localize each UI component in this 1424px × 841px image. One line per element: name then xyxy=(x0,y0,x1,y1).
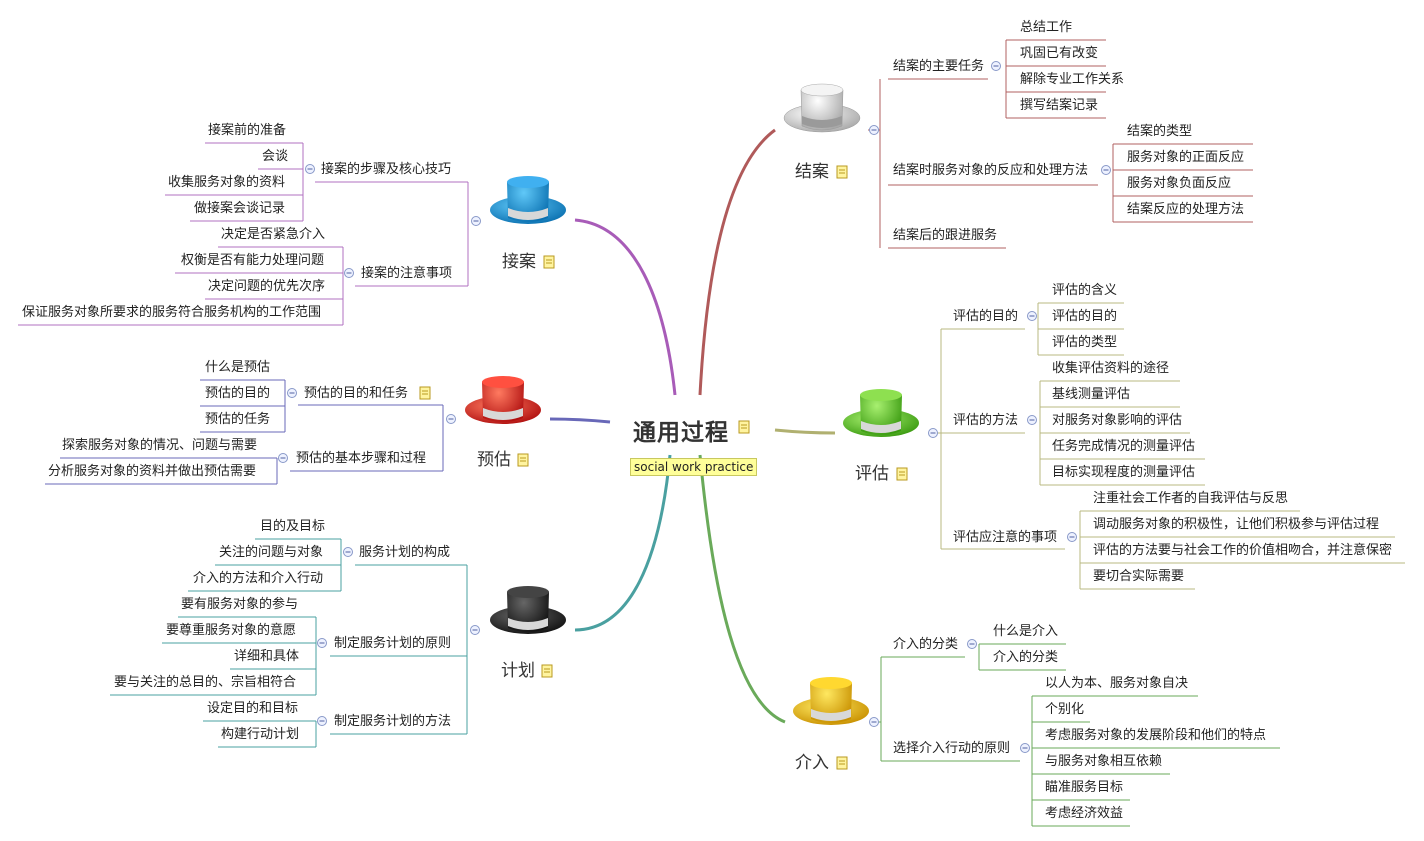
topic-jiean-g2-0[interactable]: 结案的类型 xyxy=(1127,124,1193,139)
topic-jieru-g2-1[interactable]: 个别化 xyxy=(1045,702,1085,717)
topic-jieru-g2-3[interactable]: 与服务对象相互依赖 xyxy=(1045,754,1163,769)
topic-jihua-g2-1[interactable]: 要尊重服务对象的意愿 xyxy=(166,623,297,638)
topic-jiean-g3[interactable]: 结案后的跟进服务 xyxy=(893,228,998,243)
branch-curve-jiean2 xyxy=(574,218,677,396)
topic-pinggu-g3-3[interactable]: 要切合实际需要 xyxy=(1093,569,1185,584)
hat-black-icon xyxy=(490,586,566,634)
topic-jiean2-g2[interactable]: 接案的注意事项 xyxy=(361,266,453,281)
topic-yugu-g1-1[interactable]: 预估的目的 xyxy=(205,386,271,401)
topic-yugu-g2[interactable]: 预估的基本步骤和过程 xyxy=(296,451,427,466)
topic-jiean2-g2-1[interactable]: 权衡是否有能力处理问题 xyxy=(181,253,325,268)
topic-jihua-g3[interactable]: 制定服务计划的方法 xyxy=(334,714,452,729)
topic-jiean-g1-0[interactable]: 总结工作 xyxy=(1020,20,1073,35)
branch-curve-jiean xyxy=(698,128,776,396)
topic-pinggu-g2-3[interactable]: 任务完成情况的测量评估 xyxy=(1052,439,1196,454)
topic-jiean-g1-1[interactable]: 巩固已有改变 xyxy=(1020,46,1099,61)
topic-pinggu-g2[interactable]: 评估的方法 xyxy=(953,413,1019,428)
branch-curve-jieru xyxy=(698,454,786,724)
topic-pinggu-g2-0[interactable]: 收集评估资料的途径 xyxy=(1052,361,1170,376)
topic-jiean2-g1-0[interactable]: 接案前的准备 xyxy=(208,123,287,138)
topic-yugu-g1-0[interactable]: 什么是预估 xyxy=(205,360,271,375)
central-topic-subtitle: social work practice xyxy=(630,458,758,476)
topic-jihua-g1-0[interactable]: 目的及目标 xyxy=(260,519,326,534)
branch-curve-pinggu xyxy=(774,428,836,435)
topic-jihua-g1[interactable]: 服务计划的构成 xyxy=(359,545,451,560)
branch-label-jihua[interactable]: 计划 xyxy=(501,661,535,681)
topic-jiean2-g2-0[interactable]: 决定是否紧急介入 xyxy=(221,227,326,242)
topic-jiean2-g2-3[interactable]: 保证服务对象所要求的服务符合服务机构的工作范围 xyxy=(22,305,322,320)
central-topic-title[interactable]: 通用过程 xyxy=(633,420,729,446)
topic-jiean-g1-3[interactable]: 撰写结案记录 xyxy=(1020,98,1099,113)
topic-pinggu-g3-1[interactable]: 调动服务对象的积极性，让他们积极参与评估过程 xyxy=(1093,517,1380,532)
topic-jieru-g2-0[interactable]: 以人为本、服务对象自决 xyxy=(1045,676,1189,691)
topic-jiean-g1[interactable]: 结案的主要任务 xyxy=(893,59,985,74)
branch-label-jieru[interactable]: 介入 xyxy=(795,753,829,773)
branch-label-jiean[interactable]: 结案 xyxy=(795,162,829,182)
topic-pinggu-g2-1[interactable]: 基线测量评估 xyxy=(1052,387,1131,402)
topic-yugu-g2-0[interactable]: 探索服务对象的情况、问题与需要 xyxy=(62,438,258,453)
topic-pinggu-g1[interactable]: 评估的目的 xyxy=(953,309,1019,324)
topic-jieru-g2-4[interactable]: 瞄准服务目标 xyxy=(1045,780,1124,795)
hat-blue-icon xyxy=(490,176,566,224)
topic-jiean2-g2-2[interactable]: 决定问题的优先次序 xyxy=(208,279,326,294)
topic-jiean-g2[interactable]: 结案时服务对象的反应和处理方法 xyxy=(893,163,1089,178)
topic-jiean-g2-1[interactable]: 服务对象的正面反应 xyxy=(1127,150,1245,165)
topic-jiean2-g1-3[interactable]: 做接案会谈记录 xyxy=(194,201,286,216)
branch-curve-jihua xyxy=(574,454,672,632)
topic-pinggu-g2-2[interactable]: 对服务对象影响的评估 xyxy=(1052,413,1183,428)
topic-pinggu-g3[interactable]: 评估应注意的事项 xyxy=(953,530,1058,545)
topic-jiean2-g1[interactable]: 接案的步骤及核心技巧 xyxy=(321,162,452,177)
topic-jihua-g1-1[interactable]: 关注的问题与对象 xyxy=(219,545,324,560)
topic-jihua-g2-3[interactable]: 要与关注的总目的、宗旨相符合 xyxy=(114,675,297,690)
topic-jiean2-g1-1[interactable]: 会谈 xyxy=(262,149,289,164)
topic-jieru-g1-1[interactable]: 介入的分类 xyxy=(993,650,1059,665)
topic-pinggu-g1-0[interactable]: 评估的含义 xyxy=(1052,283,1118,298)
topic-jieru-g2-2[interactable]: 考虑服务对象的发展阶段和他们的特点 xyxy=(1045,728,1267,743)
branch-label-jiean2[interactable]: 接案 xyxy=(502,252,536,272)
topic-yugu-g1-2[interactable]: 预估的任务 xyxy=(205,412,271,427)
topic-jihua-g3-1[interactable]: 构建行动计划 xyxy=(221,727,300,742)
topic-jihua-g1-2[interactable]: 介入的方法和介入行动 xyxy=(193,571,324,586)
topic-pinggu-g1-2[interactable]: 评估的类型 xyxy=(1052,335,1118,350)
topic-jiean-g2-2[interactable]: 服务对象负面反应 xyxy=(1127,176,1232,191)
topic-pinggu-g1-1[interactable]: 评估的目的 xyxy=(1052,309,1118,324)
topic-jihua-g3-0[interactable]: 设定目的和目标 xyxy=(207,701,299,716)
topic-jiean-g2-3[interactable]: 结案反应的处理方法 xyxy=(1127,202,1245,217)
topic-jiean-g1-2[interactable]: 解除专业工作关系 xyxy=(1020,72,1125,87)
topic-yugu-g2-1[interactable]: 分析服务对象的资料并做出预估需要 xyxy=(48,464,257,479)
topic-jihua-g2-2[interactable]: 详细和具体 xyxy=(234,649,300,664)
topic-jieru-g1[interactable]: 介入的分类 xyxy=(893,637,959,652)
topic-pinggu-g3-2[interactable]: 评估的方法要与社会工作的价值相吻合，并注意保密 xyxy=(1093,543,1393,558)
topic-jihua-g2-0[interactable]: 要有服务对象的参与 xyxy=(181,597,299,612)
branch-curve-yugu xyxy=(549,417,611,424)
hat-white-icon xyxy=(783,83,861,133)
hat-red-icon xyxy=(465,376,541,424)
branch-label-yugu[interactable]: 预估 xyxy=(477,450,511,470)
hat-green-icon xyxy=(843,389,919,437)
branch-label-pinggu[interactable]: 评估 xyxy=(855,464,889,484)
topic-jihua-g2[interactable]: 制定服务计划的原则 xyxy=(334,636,452,651)
topic-pinggu-g3-0[interactable]: 注重社会工作者的自我评估与反思 xyxy=(1093,491,1289,506)
topic-jiean2-g1-2[interactable]: 收集服务对象的资料 xyxy=(168,175,286,190)
topic-jieru-g2-5[interactable]: 考虑经济效益 xyxy=(1045,806,1124,821)
topic-jieru-g1-0[interactable]: 什么是介入 xyxy=(993,624,1059,639)
hat-yellow-icon xyxy=(793,677,869,725)
topic-pinggu-g2-4[interactable]: 目标实现程度的测量评估 xyxy=(1052,465,1196,480)
topic-yugu-g1[interactable]: 预估的目的和任务 xyxy=(304,386,409,401)
topic-jieru-g2[interactable]: 选择介入行动的原则 xyxy=(893,741,1011,756)
